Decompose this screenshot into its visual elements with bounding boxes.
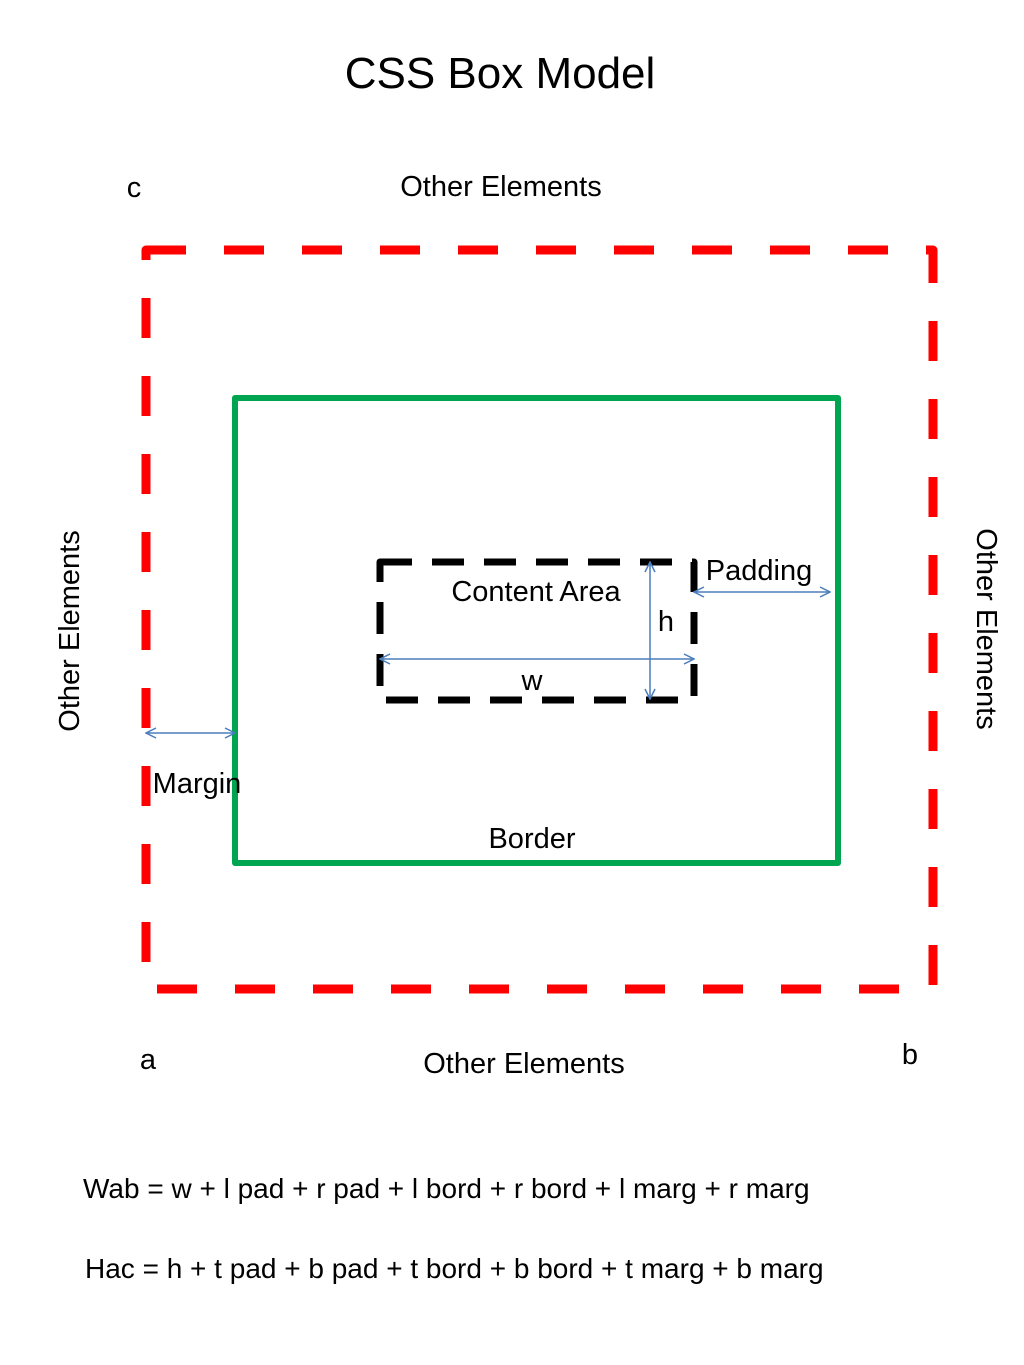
corner-label-a: a — [140, 1044, 157, 1076]
height-formula: Hac = h + t pad + b pad + t bord + b bor… — [85, 1253, 824, 1284]
margin-label: Margin — [153, 768, 242, 800]
other-elements-left: Other Elements — [54, 530, 86, 731]
other-elements-top: Other Elements — [400, 171, 601, 203]
border-box — [232, 395, 841, 866]
margin-box — [141, 245, 938, 994]
content-area-label: Content Area — [451, 576, 621, 608]
page-title: CSS Box Model — [345, 49, 656, 98]
other-elements-bottom: Other Elements — [423, 1048, 624, 1080]
corner-label-c: c — [127, 172, 142, 204]
corner-label-b: b — [902, 1039, 918, 1071]
width-label: w — [521, 665, 544, 697]
other-elements-right: Other Elements — [970, 528, 1002, 729]
height-label: h — [658, 606, 674, 638]
content-box — [376, 558, 698, 704]
border-label: Border — [488, 823, 575, 855]
width-formula: Wab = w + l pad + r pad + l bord + r bor… — [83, 1173, 810, 1204]
padding-label: Padding — [706, 555, 812, 587]
